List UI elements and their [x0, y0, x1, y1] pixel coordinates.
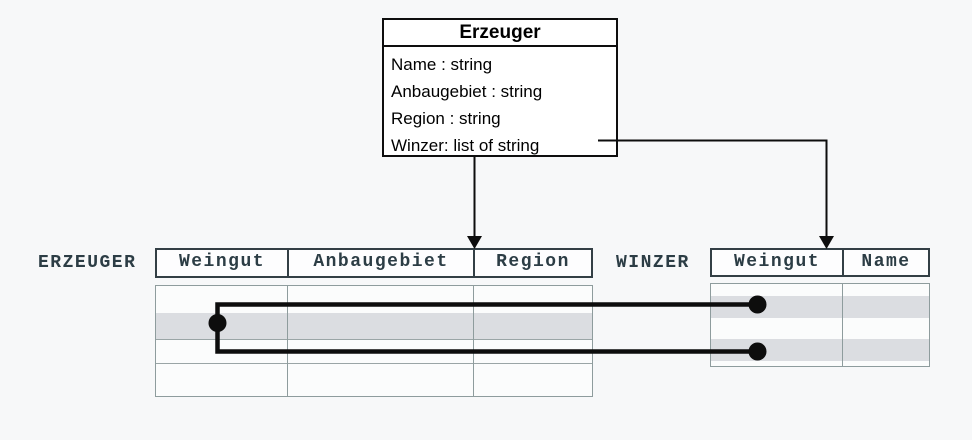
class-attribute: Name : string: [391, 55, 493, 74]
column-divider: [287, 286, 288, 396]
arrow-to-winzer-line: [598, 139, 828, 238]
highlighted-row: [156, 313, 592, 339]
class-attribute: Winzer: list of string: [391, 136, 540, 155]
header-cell-region: Region: [496, 252, 570, 272]
class-attributes: Name : string Anbaugebiet : string Regio…: [384, 47, 616, 159]
arrowhead-down-icon: [467, 236, 482, 249]
row-link-dot: [748, 342, 767, 361]
class-attribute: Region : string: [391, 109, 501, 128]
winzer-table-header: Weingut Name: [710, 248, 930, 277]
row-link-dot: [208, 314, 227, 332]
row-link-line: [215, 302, 758, 354]
row-gridline: [156, 363, 592, 364]
class-attribute: Anbaugebiet : string: [391, 82, 543, 101]
erzeuger-table-header: Weingut Anbaugebiet Region: [155, 248, 593, 278]
column-divider: [842, 284, 843, 366]
winzer-table-label: WINZER: [616, 253, 690, 273]
header-cell-weingut: Weingut: [157, 250, 289, 276]
header-cell-name: Name: [861, 252, 911, 272]
column-divider: [473, 286, 474, 396]
header-cell-anbaugebiet: Anbaugebiet: [289, 250, 475, 276]
row-link-dot: [748, 295, 767, 314]
row-gridline: [156, 339, 592, 340]
winzer-table-body: [710, 283, 930, 367]
uml-class-box: Erzeuger Name : string Anbaugebiet : str…: [382, 18, 618, 157]
erzeuger-table-label: ERZEUGER: [38, 253, 137, 273]
header-cell-weingut: Weingut: [712, 250, 844, 275]
arrowhead-down-icon: [819, 236, 834, 249]
class-title: Erzeuger: [384, 20, 616, 47]
